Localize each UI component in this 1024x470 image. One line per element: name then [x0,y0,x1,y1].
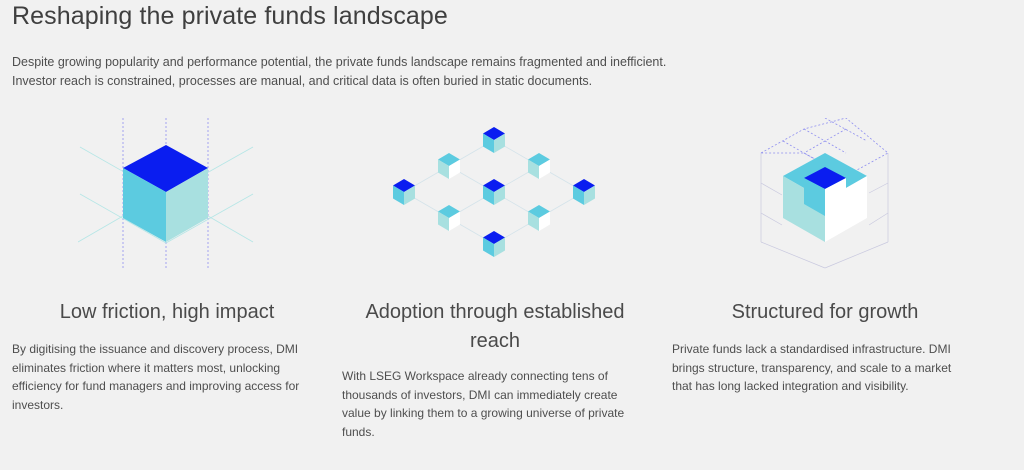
network-cube [528,205,550,231]
network-cube [573,179,595,205]
column-body-structured: Private funds lack a standardised infras… [672,342,952,393]
cube-structure-icon [759,118,889,269]
intro-paragraph: Despite growing popularity and performan… [12,55,667,88]
network-cube [438,205,460,231]
column-title-adoption: Adoption through established reach [365,301,625,352]
network-cube [483,127,505,153]
network-cube [528,153,550,179]
network-cube [393,179,415,205]
column-title-structured: Structured for growth [731,301,919,323]
column-body-low-friction: By digitising the issuance and discovery… [12,342,300,412]
single-cube-icon [78,118,254,268]
cube-network-icon [393,127,595,257]
page-title: Reshaping the private funds landscape [12,2,448,30]
network-cube [483,179,505,205]
column-body-adoption: With LSEG Workspace already connecting t… [342,369,625,439]
column-title-low-friction: Low friction, high impact [59,301,275,323]
network-cube [438,153,460,179]
network-cube [483,231,505,257]
